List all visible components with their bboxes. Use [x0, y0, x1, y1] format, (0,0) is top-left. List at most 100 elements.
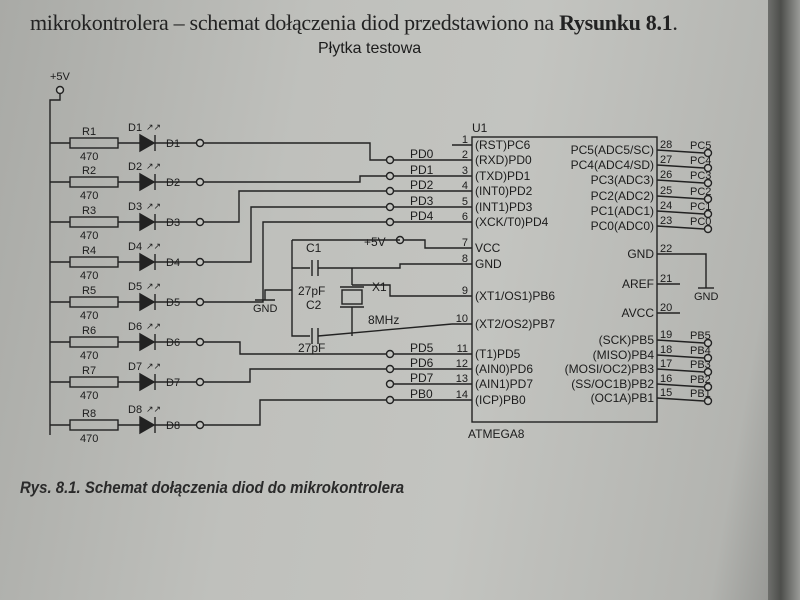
pin-number: 12: [456, 358, 468, 370]
pin-name: AVCC: [622, 306, 655, 320]
gnd-wire: [264, 289, 292, 300]
net-terminal: [703, 209, 713, 219]
pin-name: PC0(ADC0): [591, 219, 654, 233]
led-wire: [204, 142, 386, 161]
pin-name: PC1(ADC1): [591, 204, 654, 218]
gnd-label: GND: [253, 303, 278, 315]
pin-number: 21: [660, 273, 672, 285]
net-label: PB1: [690, 388, 711, 400]
crystal: [341, 289, 363, 305]
pin-line: [656, 149, 705, 154]
led-ref: D4: [128, 241, 142, 253]
pin-number: 10: [456, 313, 468, 325]
net-terminal: [703, 367, 713, 377]
net-label: PB2: [690, 374, 711, 386]
intro-text: mikrokontrolera – schemat dołączenia dio…: [30, 10, 560, 35]
led-wire: [204, 190, 386, 223]
net-label: PD0: [410, 147, 434, 161]
pin-number: 1: [462, 134, 468, 146]
power-terminal: [55, 85, 65, 95]
resistor: [69, 137, 119, 149]
pin-number: 16: [660, 373, 672, 385]
pin-line: [656, 195, 705, 200]
led-net-label: D1: [166, 138, 180, 150]
pin-number: 26: [660, 169, 672, 181]
pin-name: PC4(ADC4/SD): [571, 158, 654, 172]
led-diode: [139, 292, 156, 312]
pin-line: [656, 164, 705, 169]
schematic-title: Płytka testowa: [318, 40, 421, 57]
resistor-value: 470: [80, 151, 98, 163]
net-label: PC1: [690, 201, 711, 213]
net-terminal: [703, 338, 713, 348]
net-terminal: [385, 155, 395, 165]
net-terminal: [703, 353, 713, 363]
book-page-edge: [768, 0, 800, 600]
pin-name: (AIN1)PD7: [475, 377, 533, 391]
pin-name: PC5(ADC5/SC): [571, 143, 654, 157]
pin-number: 15: [660, 387, 672, 399]
led-wire: [204, 341, 386, 355]
pin-name: VCC: [475, 241, 501, 255]
pin-number: 25: [660, 185, 672, 197]
led-net-label: D4: [166, 257, 180, 269]
pin-name: (XCK/T0)PD4: [475, 215, 549, 229]
vcc-wire: [404, 239, 452, 249]
pin-line: [656, 368, 705, 373]
led-ref: D6: [128, 321, 142, 333]
net-terminal: [703, 163, 713, 173]
led-terminal: [195, 177, 205, 187]
resistor-label: R2: [82, 165, 96, 177]
net-label: PD4: [410, 209, 434, 223]
pin-name: (INT1)PD3: [475, 200, 533, 214]
pin-number: 9: [462, 285, 468, 297]
gnd-wire: [318, 263, 452, 269]
net-terminal: [385, 202, 395, 212]
led-wire: [204, 368, 386, 383]
pin-name: (XT2/OS2)PB7: [475, 317, 555, 331]
resistor-label: R4: [82, 245, 96, 257]
led-diode: [139, 212, 156, 232]
pin-name: (INT0)PD2: [475, 184, 533, 198]
led-wire: [204, 206, 386, 263]
pin-line: [656, 179, 705, 184]
chip-part: ATMEGA8: [468, 427, 525, 441]
resistor: [69, 376, 119, 388]
pin-number: 4: [462, 180, 468, 192]
net-label: PC5: [690, 140, 711, 152]
power-rail: [49, 94, 61, 435]
net-terminal: [703, 224, 713, 234]
led-diode: [139, 172, 156, 192]
pin-line: [656, 225, 705, 230]
pin-number: 20: [660, 302, 672, 314]
led-diode: [139, 252, 156, 272]
net-label: PC3: [690, 170, 711, 182]
led-wire: [204, 399, 386, 426]
resistor: [69, 336, 119, 348]
net-terminal: [385, 364, 395, 374]
net-terminal: [385, 379, 395, 389]
led-terminal: [195, 337, 205, 347]
pin-number: 19: [660, 329, 672, 341]
led-ref: D5: [128, 281, 142, 293]
resistor-value: 470: [80, 350, 98, 362]
pin-name: (RXD)PD0: [475, 153, 532, 167]
pin-line: [656, 339, 705, 344]
led-wire: [204, 221, 386, 303]
led-diode: [139, 415, 156, 435]
led-ref: D3: [128, 201, 142, 213]
net-terminal: [703, 396, 713, 406]
pin-number: 22: [660, 243, 672, 255]
pin-number: 14: [456, 389, 468, 401]
crystal-value: 8MHz: [368, 313, 399, 327]
body-text-line: mikrokontrolera – schemat dołączenia dio…: [30, 10, 678, 36]
pin-number: 7: [462, 237, 468, 249]
pin-number: 28: [660, 139, 672, 151]
figure-caption: Rys. 8.1. Schemat dołączenia diod do mik…: [20, 478, 405, 497]
net-label: PB4: [690, 345, 711, 357]
resistor-label: R3: [82, 205, 96, 217]
pin-number: 17: [660, 358, 672, 370]
resistor-value: 470: [80, 390, 98, 402]
led-net-label: D3: [166, 217, 180, 229]
resistor-label: R6: [82, 325, 96, 337]
